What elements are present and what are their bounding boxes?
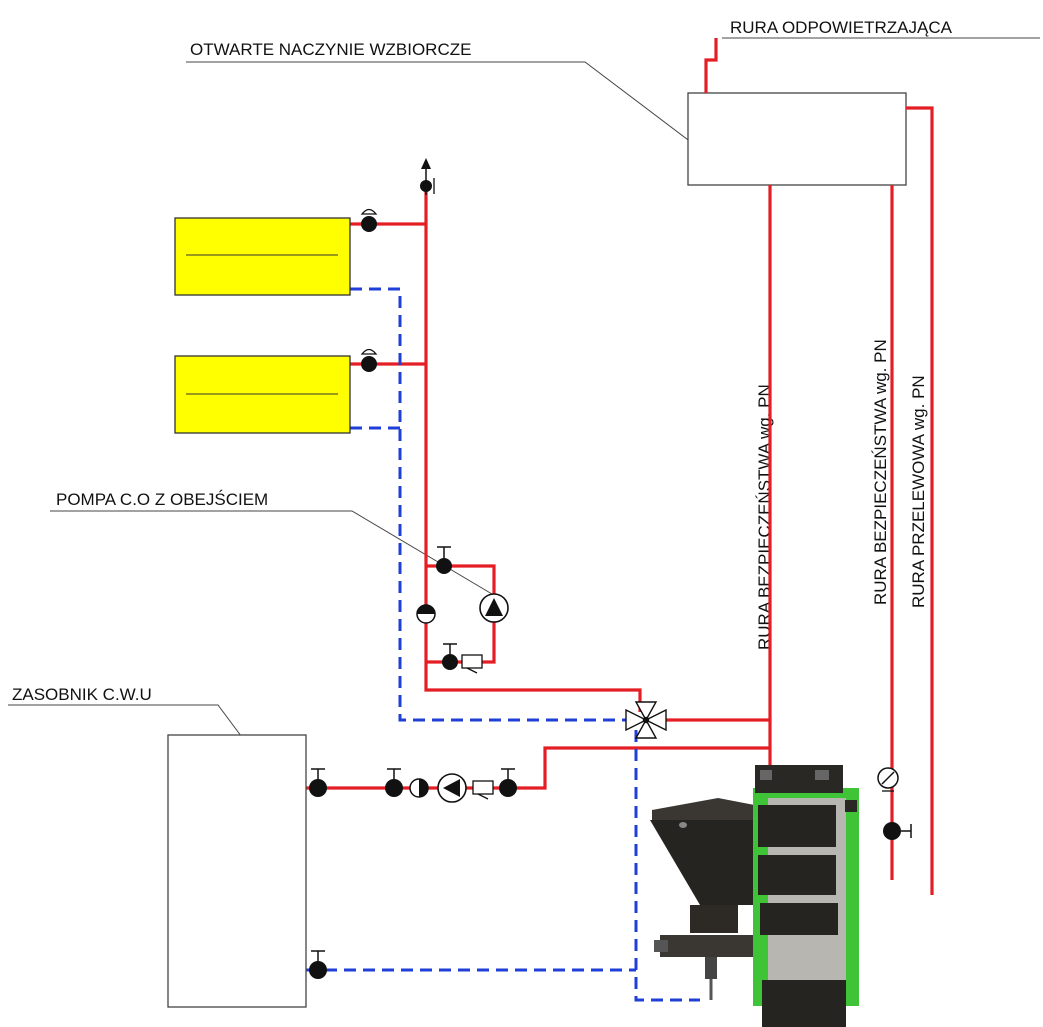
pellet-boiler-icon: [650, 765, 859, 1027]
ball-valve-icon: [385, 768, 403, 797]
open-expansion-tank: [687, 92, 907, 186]
four-way-mixing-valve-icon: [625, 701, 667, 739]
check-valve-icon: [409, 778, 429, 798]
air-vent-icon: [420, 158, 435, 195]
radiator-icon: [174, 217, 351, 296]
pump-icon: [437, 773, 467, 803]
dhw-tank-label: ZASOBNIK C.W.U: [12, 685, 152, 704]
ball-valve-icon: [436, 546, 452, 574]
pump-icon: [479, 593, 509, 623]
dhw-leader-line: [8, 704, 251, 749]
tank-leader-line: [186, 61, 713, 159]
check-valve-icon: [416, 604, 436, 624]
dhw-storage-tank: [167, 734, 307, 1008]
filter-icon: [472, 780, 494, 800]
dhw-supply: [306, 746, 770, 790]
pressure-gauge-icon: [877, 767, 899, 792]
safety-pipe-label-2: RURA BEZPIECZEŃSTWA wg. PN: [871, 339, 890, 605]
return-pipes: [306, 287, 700, 1002]
ball-valve-icon: [883, 822, 912, 840]
overflow-pipe-label: RURA PRZELEWOWA wg. PN: [909, 375, 928, 608]
ball-valve-icon: [309, 950, 327, 979]
ball-valve-icon: [309, 768, 327, 797]
radiator-return-line: [350, 287, 634, 722]
radiator-icon: [174, 355, 351, 434]
boiler-return: [634, 730, 700, 1002]
ball-valve-icon: [360, 208, 378, 232]
overflow-pipe: [906, 106, 934, 895]
ball-valve-icon: [442, 643, 458, 670]
ball-valve-icon: [499, 768, 517, 797]
pump-bypass-label: POMPA C.O Z OBEJŚCIEM: [56, 490, 268, 509]
open-tank-label: OTWARTE NACZYNIE WZBIORCZE: [190, 40, 471, 59]
filter-icon: [461, 654, 483, 674]
ball-valve-icon: [360, 348, 378, 372]
vent-pipe-label: RURA ODPOWIETRZAJĄCA: [730, 18, 953, 37]
vent-pipe: [704, 38, 718, 93]
supply-riser: [424, 185, 642, 712]
